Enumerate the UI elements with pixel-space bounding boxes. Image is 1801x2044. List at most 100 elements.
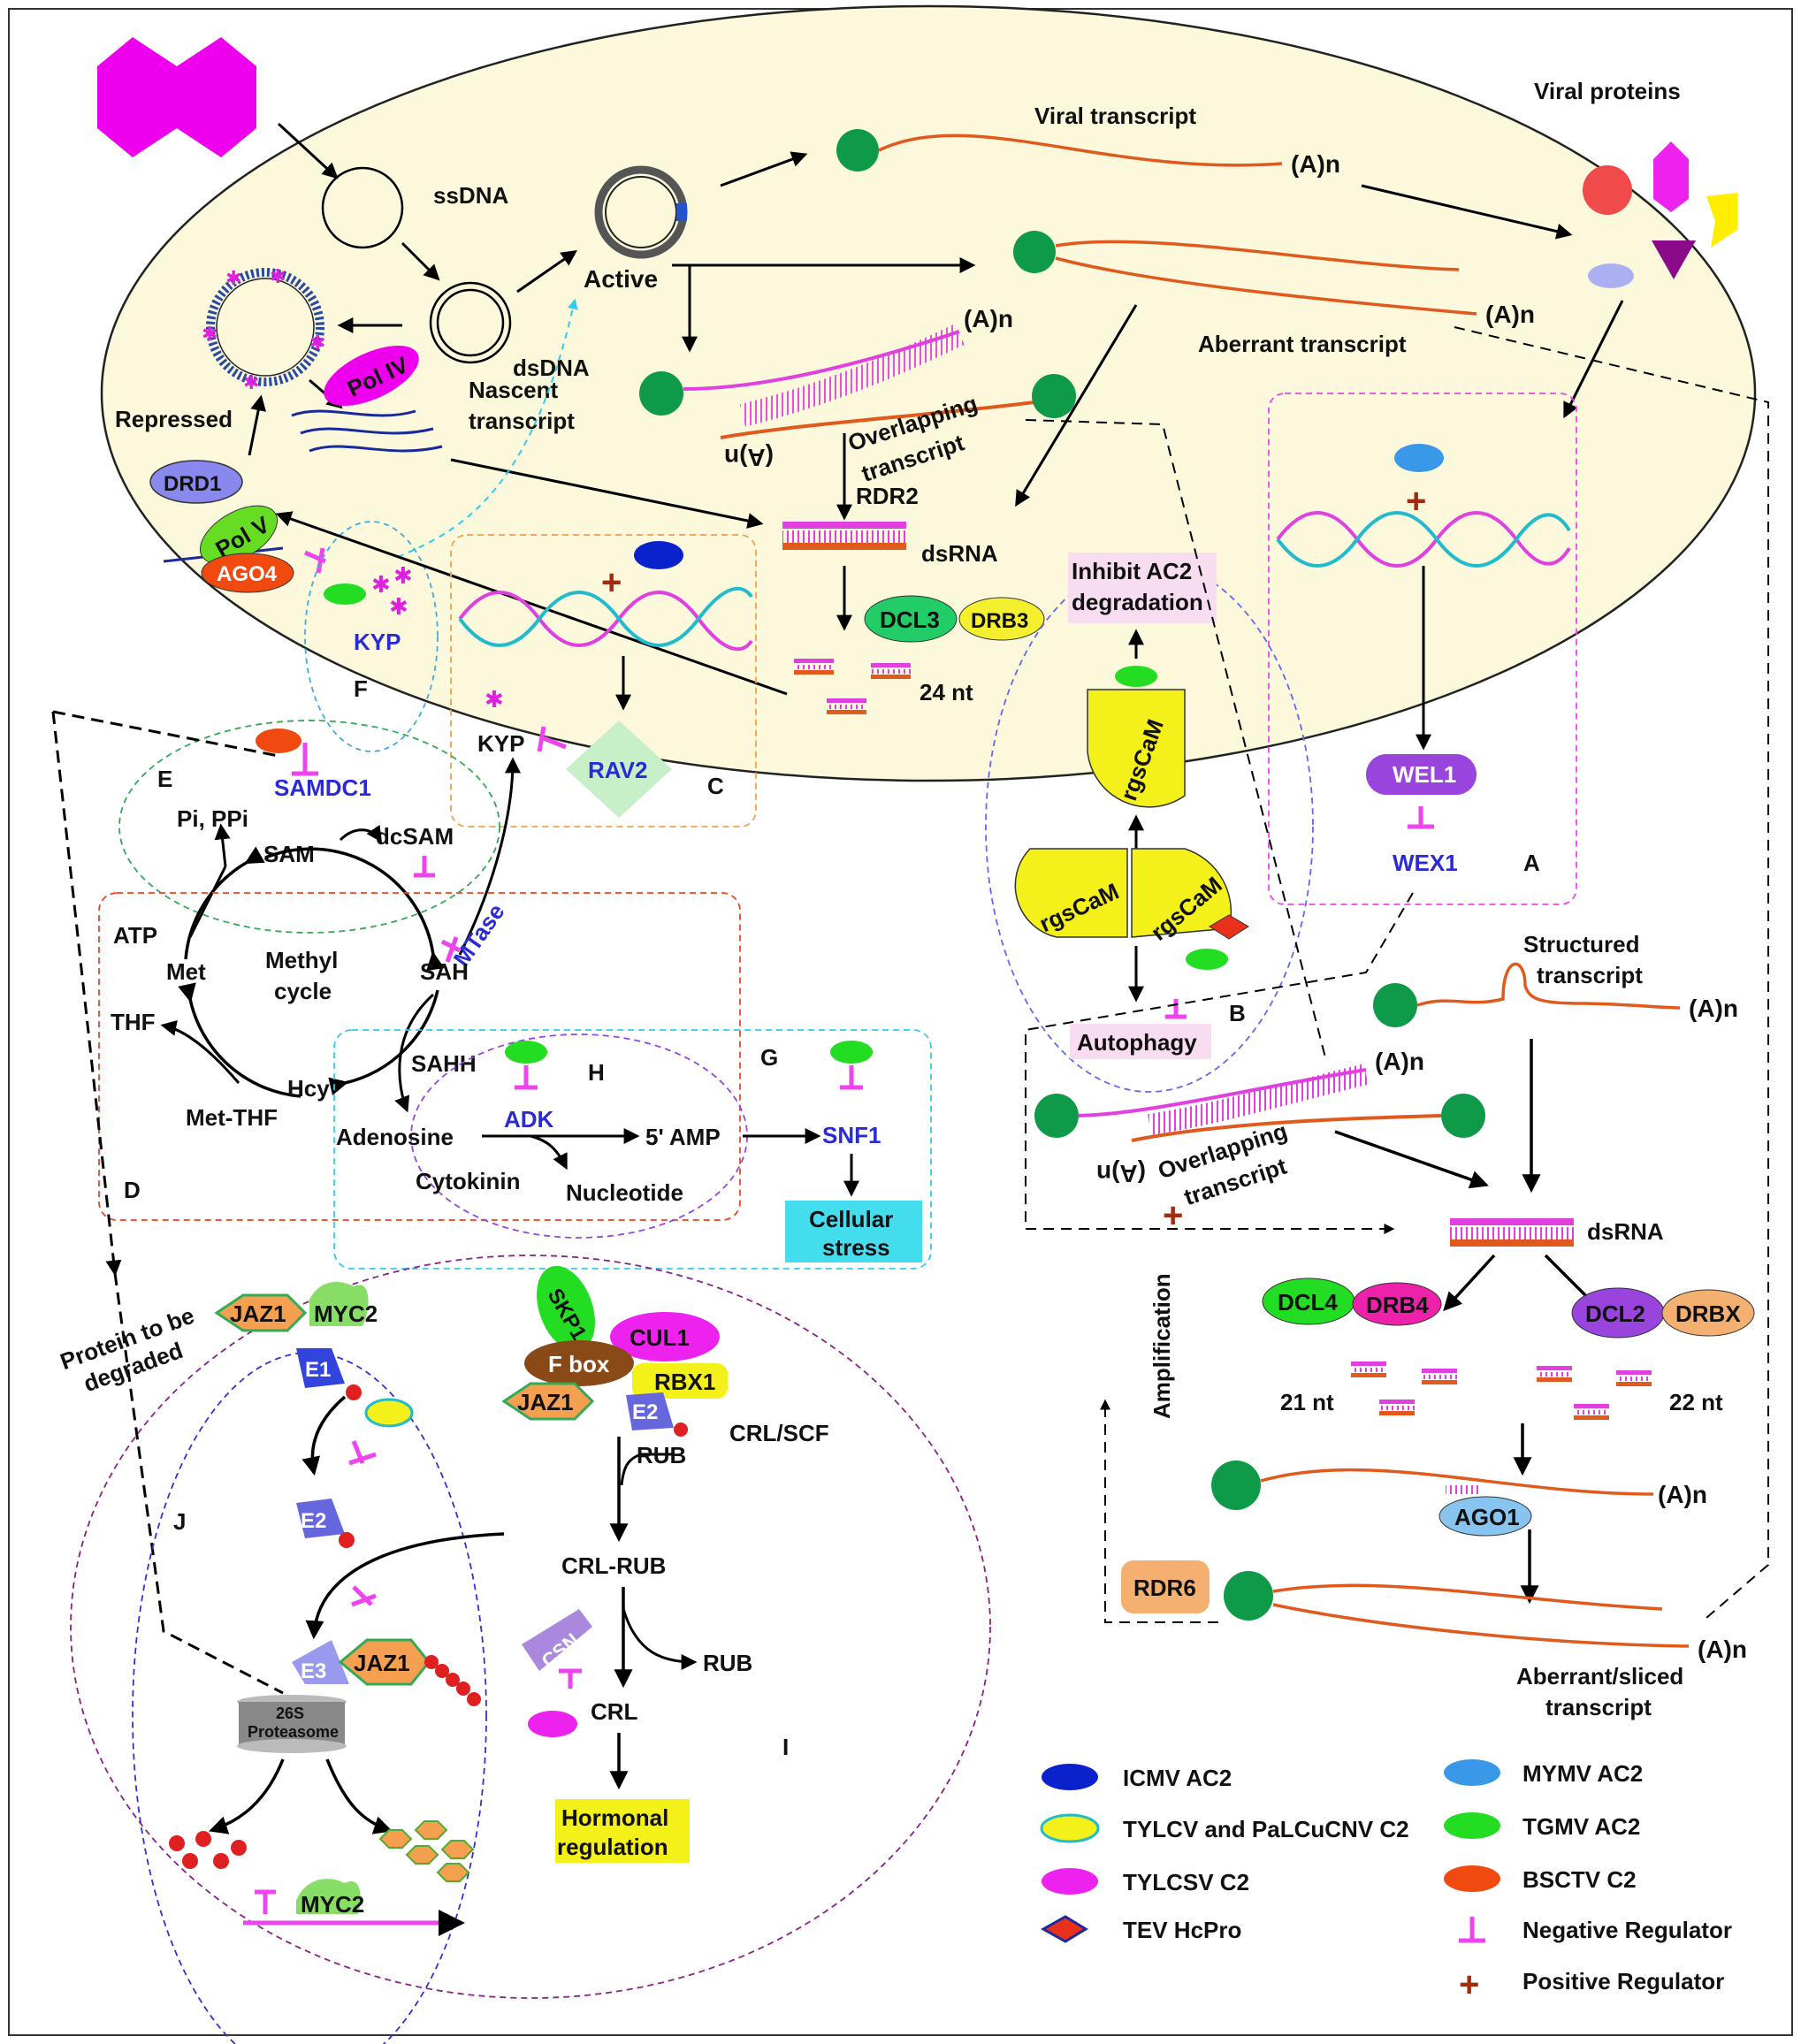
polya-rev-1: (A)n [724, 444, 774, 471]
rav2-label: RAV2 [588, 757, 647, 783]
structured-label-2: transcript [1537, 962, 1643, 988]
rbx1-protein [632, 1363, 728, 1399]
box-g-region [333, 1029, 932, 1270]
dsdna-circle [429, 281, 512, 364]
cap-icon [836, 129, 879, 172]
adk-label: ADK [504, 1106, 554, 1133]
repressed-label: Repressed [115, 406, 233, 432]
rbx1-label: RBX1 [654, 1369, 715, 1395]
nt24-label: 24 nt [920, 679, 973, 705]
polya-7: (A)n [1698, 1636, 1747, 1663]
cap-icon [1441, 1094, 1485, 1138]
cytokinin-label: Cytokinin [416, 1168, 520, 1194]
bsctv-c2-icon [256, 728, 301, 753]
proteasome-label-2: Proteasome [248, 1723, 339, 1741]
sah-label: SAH [420, 958, 469, 985]
drd1-protein [149, 460, 243, 504]
structured-label-1: Structured [1523, 931, 1639, 957]
drbx-label: DRBX [1675, 1300, 1741, 1327]
viral-protein-yellow-icon [1706, 193, 1737, 248]
dcl4-label: DCL4 [1278, 1289, 1338, 1316]
crl-label: CRL [591, 1698, 638, 1725]
legend-label: Positive Regulator [1522, 1968, 1724, 1994]
adenosine-label: Adenosine [336, 1124, 454, 1150]
rdr6-label: RDR6 [1133, 1575, 1196, 1601]
samdc1-label: SAMDC1 [274, 774, 371, 801]
box-c-region [450, 534, 757, 828]
mymv-ac2-icon [1394, 444, 1444, 472]
repressed-minichromosome: ✱✱ ✱✱ ✱ [202, 265, 325, 393]
legend-label: TGMV AC2 [1522, 1813, 1640, 1840]
jaz1-protein-i [501, 1382, 595, 1421]
nt22-label: 22 nt [1669, 1389, 1723, 1415]
viral-transcript-label: Viral transcript [1034, 103, 1196, 129]
crl-rub-label: CRL-RUB [561, 1552, 666, 1579]
active-label: Active [584, 265, 658, 293]
hormonal-label-1: Hormonal [561, 1804, 668, 1831]
dsrna-ptgs-icon [1450, 1218, 1574, 1247]
methyl-cycle-label-1: Methyl [265, 947, 338, 973]
nascent-transcripts [291, 409, 443, 453]
wel1-protein [1366, 754, 1477, 795]
legend-label: TEV HcPro [1123, 1917, 1241, 1943]
svg-text:✱: ✱ [243, 371, 259, 393]
structured-transcript-icon [1416, 962, 1681, 1010]
hormonal-label-2: regulation [557, 1834, 668, 1860]
ago4-label: AGO4 [217, 562, 278, 586]
drd1-label: DRD1 [164, 472, 221, 496]
positive-regulator-icon: + [601, 563, 622, 602]
ago1-label: AGO1 [1454, 1504, 1520, 1530]
dna-helix-a [1276, 511, 1571, 568]
dna-helix-c [458, 586, 753, 652]
virus-particle-icon [97, 37, 256, 157]
drb4-protein [1352, 1282, 1442, 1326]
cap-icon [1034, 1094, 1079, 1138]
box-g-label: G [760, 1044, 778, 1071]
proteasome-icon: 26S Proteasome [237, 1695, 347, 1753]
legend-label: ICMV AC2 [1123, 1765, 1232, 1791]
positive-regulator-icon: + [1163, 1196, 1183, 1235]
ssdna-label: ssDNA [433, 182, 508, 209]
rav2-protein [566, 721, 672, 818]
ubiquitin-chain-icon [424, 1655, 481, 1706]
atp-label: ATP [113, 922, 157, 949]
dsrna-label-top: dsRNA [921, 540, 998, 567]
polya-6: (A)n [1658, 1481, 1707, 1508]
jaz1-label-e3: JAZ1 [354, 1650, 410, 1676]
box-i-label: I [782, 1734, 789, 1760]
sirna-24nt-icon [794, 659, 911, 714]
methyl-cycle-label-2: cycle [274, 978, 332, 1004]
amplification-label: Amplification [1149, 1273, 1175, 1419]
box-e-label: E [157, 766, 172, 792]
ago4-protein [201, 553, 294, 593]
aberrant-sliced-label-1: Aberrant/sliced [1516, 1663, 1683, 1689]
tgmv-ac2-icon [1186, 949, 1228, 970]
e2-label-i: E2 [632, 1400, 658, 1424]
jaz1-label-j: JAZ1 [230, 1300, 286, 1327]
nascent-label-2: transcript [469, 408, 575, 434]
dsrna-label-ptgs: dsRNA [1587, 1218, 1664, 1245]
legend: ICMV AC2 TYLCV and PaLCuCNV C2 TYLCSV C2… [1040, 1759, 1732, 2004]
dcl3-protein [864, 595, 958, 643]
nt21-label: 21 nt [1280, 1389, 1334, 1415]
autophagy-box [1070, 1024, 1211, 1059]
cell-nucleus [100, 4, 1757, 782]
cap-icon [1211, 1461, 1261, 1510]
proteasome-label-1: 26S [276, 1705, 304, 1722]
svg-text:✱: ✱ [270, 265, 286, 287]
e1-protein [296, 1348, 345, 1388]
drb4-label: DRB4 [1366, 1292, 1429, 1318]
skp1-protein [537, 1265, 595, 1352]
met-thf-label: Met-THF [186, 1104, 278, 1131]
box-a-label: A [1523, 850, 1540, 876]
icmv-ac2-icon [634, 541, 683, 569]
box-d-region [98, 892, 741, 1221]
tgmv-ac2-icon [324, 583, 366, 605]
drb3-label: DRB3 [971, 609, 1028, 633]
cap-icon [1013, 231, 1056, 273]
ago1-protein [1439, 1496, 1532, 1537]
polya-2: (A)n [1485, 301, 1535, 328]
legend-label: BSCTV C2 [1522, 1866, 1637, 1893]
polya-1: (A)n [1291, 150, 1340, 178]
